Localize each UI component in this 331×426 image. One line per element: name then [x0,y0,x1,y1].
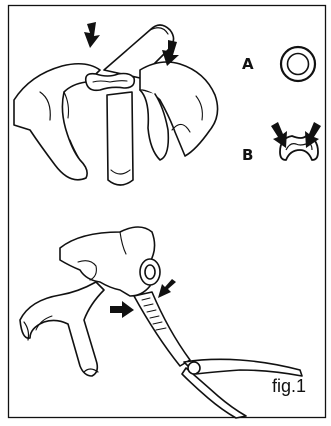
label-b: B [242,146,253,164]
plier-pivot [188,362,200,374]
figure-caption: fig.1 [272,376,306,396]
label-a: A [242,55,254,73]
